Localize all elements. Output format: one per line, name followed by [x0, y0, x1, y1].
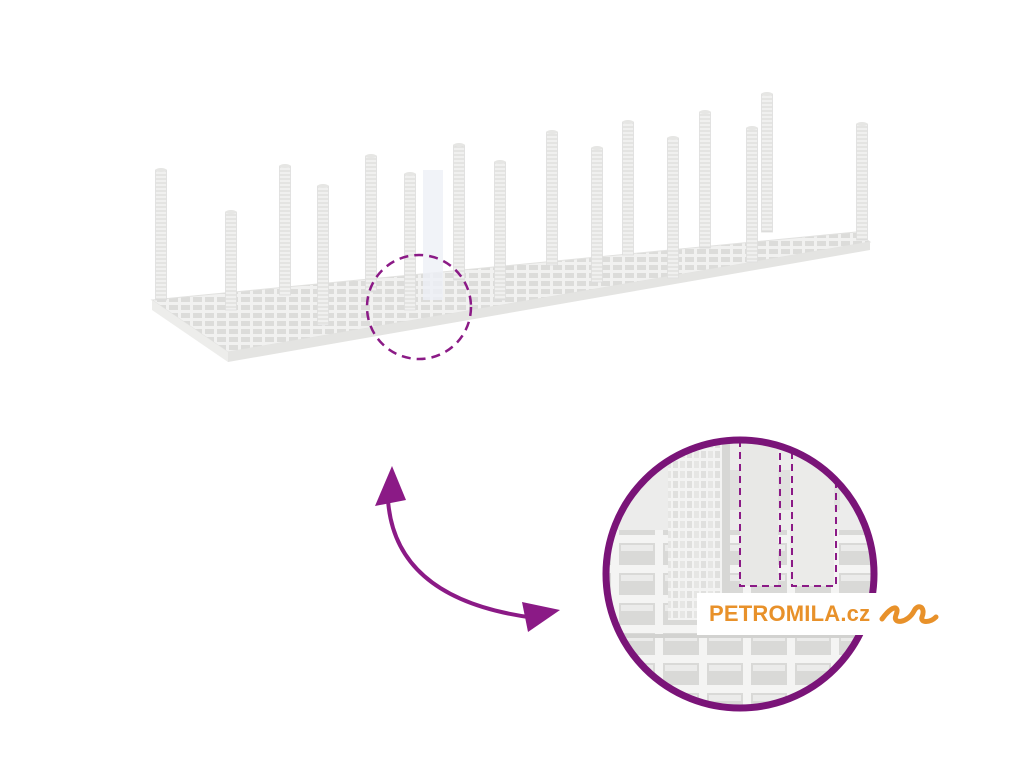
brand-name: PETROMILA.cz: [709, 601, 871, 626]
brand-logo: PETROMILA.cz: [697, 593, 953, 635]
stake-cap-15: [761, 92, 773, 96]
stake-cap-6: [404, 172, 416, 176]
stake-12: [667, 137, 679, 279]
stake-cap-11: [622, 120, 634, 124]
tray-left-edge: [152, 300, 228, 362]
magnified-detail: [602, 436, 878, 712]
stake-6: [404, 173, 416, 311]
stake-cap-4: [317, 184, 329, 188]
dashed-circle-marker: [365, 253, 473, 361]
arrow-curve: [386, 499, 536, 620]
stake-9: [546, 131, 558, 266]
curved-double-arrow: [375, 466, 560, 632]
stake-cap-16: [856, 122, 868, 126]
arrow-head-right: [522, 602, 560, 632]
dashed-slot-outline: [739, 440, 781, 587]
dashed-slot-outline-right: [791, 440, 837, 587]
stake-cap-5: [365, 154, 377, 158]
squiggle-logo-icon: [879, 604, 939, 624]
stake-7: [453, 144, 465, 281]
stake-5: [365, 155, 377, 293]
stake-cap-14: [746, 126, 758, 130]
highlighted-stake: [423, 170, 443, 300]
stake-cap-13: [699, 110, 711, 114]
stake-11: [622, 121, 634, 256]
stake-cap-3: [279, 164, 291, 168]
tray-front-edge: [228, 242, 870, 362]
stake-cap-2: [225, 210, 237, 214]
stake-8: [494, 161, 506, 301]
stake-1: [155, 169, 167, 301]
tray-top-surface: [150, 231, 872, 353]
stake-10: [591, 147, 603, 283]
detail-circle-frame: [602, 436, 878, 712]
stake-16: [856, 123, 868, 241]
stake-14: [746, 127, 758, 263]
stake-3: [279, 165, 291, 296]
stake-cap-12: [667, 136, 679, 140]
stake-13: [699, 111, 711, 249]
vertical-stakes: [155, 92, 868, 326]
stake-2: [225, 211, 237, 311]
stake-cap-10: [591, 146, 603, 150]
stake-15: [761, 93, 773, 233]
stake-cap-9: [546, 130, 558, 134]
stake-cap-8: [494, 160, 506, 164]
arrow-head-up: [375, 466, 406, 506]
stake-cap-7: [453, 143, 465, 147]
zoomed-stake: [668, 440, 722, 620]
zoomed-slot-left: [740, 440, 778, 586]
stake-cap-1: [155, 168, 167, 172]
stake-4: [317, 185, 329, 326]
grid-tray: [150, 231, 872, 362]
